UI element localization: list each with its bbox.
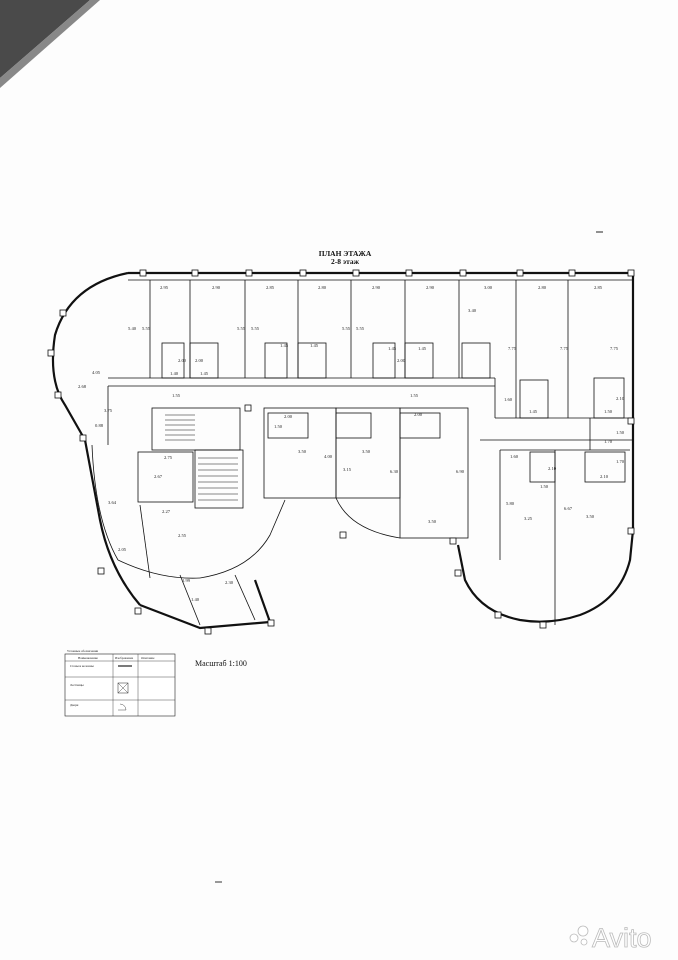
dim-label: 3.50: [362, 449, 371, 454]
dim-label: 1.60: [504, 397, 513, 402]
avito-logo-icon: [569, 933, 579, 943]
scan-corner-edge: [0, 0, 100, 88]
dim-label: 2.75: [164, 455, 173, 460]
stair-treads: [165, 414, 238, 501]
dim-label: 1.60: [510, 454, 519, 459]
dim-label: 1.45: [200, 371, 209, 376]
dim-label: 2.68: [78, 384, 87, 389]
dim-label: 6.67: [564, 506, 573, 511]
dim-label: 2.00: [284, 414, 293, 419]
dim-label: 1.45: [388, 346, 397, 351]
dim-label: 5.55: [342, 326, 351, 331]
dim-label: 6.90: [456, 469, 465, 474]
dim-label: 2.27: [162, 509, 171, 514]
dim-label: 2.10: [600, 474, 609, 479]
dim-label: 1.45: [310, 343, 319, 348]
dim-label: 2.05: [118, 547, 127, 552]
dim-label: 2.80: [538, 285, 547, 290]
dim-label: 1.40: [170, 371, 179, 376]
dim-label: 1.70: [604, 439, 613, 444]
wall-columns: [47, 269, 635, 635]
watermark-text: Avito: [592, 923, 652, 953]
dim-label: 1.45: [529, 409, 538, 414]
dim-label: 7.75: [508, 346, 517, 351]
dim-label: 1.55: [410, 393, 419, 398]
dim-label: 3.50: [586, 514, 595, 519]
dim-label: 5.55: [251, 326, 260, 331]
dim-label: 2.95: [160, 285, 169, 290]
dim-label: 5.55: [142, 326, 151, 331]
legend-row-2: Лестницы: [70, 683, 85, 687]
dim-label: 4.00: [324, 454, 333, 459]
dimension-labels: 2.95 2.90 2.85 2.80 2.90 2.90 3.00 2.80 …: [78, 285, 625, 602]
dim-label: 2.67: [154, 474, 163, 479]
dim-label: 6.30: [390, 469, 399, 474]
dim-label: 0.88: [95, 423, 104, 428]
dim-label: 2.55: [178, 533, 187, 538]
plan-title: ПЛАН ЭТАЖА: [319, 249, 372, 258]
dim-label: 3.40: [468, 308, 477, 313]
dim-label: 1.50: [540, 484, 549, 489]
dim-label: 5.55: [356, 326, 365, 331]
dim-label: 3.50: [298, 449, 307, 454]
dim-label: 2.90: [212, 285, 221, 290]
dim-label: 1.55: [172, 393, 181, 398]
dim-label: 2.00: [178, 358, 187, 363]
dim-label: 7.75: [560, 346, 569, 351]
dim-label: 2.90: [426, 285, 435, 290]
legend-row-1: Стены и колонны: [70, 664, 95, 668]
dim-label: 1.99: [182, 578, 191, 583]
dim-label: 1.70: [616, 459, 625, 464]
dim-label: 1.50: [274, 424, 283, 429]
dim-label: 3.25: [524, 516, 533, 521]
dim-label: 2.30: [225, 580, 234, 585]
legend-table: Условные обозначения Наименование Изобра…: [64, 649, 176, 717]
dim-label: 2.00: [397, 358, 406, 363]
dim-label: 1.50: [616, 430, 625, 435]
dim-label: 2.85: [594, 285, 603, 290]
dim-label: 2.80: [318, 285, 327, 290]
dim-label: 2.00: [414, 412, 423, 417]
legend-col3: Описание: [141, 656, 155, 660]
dim-label: 3.75: [104, 408, 113, 413]
interior-walls: [91, 279, 633, 626]
dim-label: 1.40: [191, 597, 200, 602]
dim-label: 2.00: [195, 358, 204, 363]
dim-label: 5.80: [506, 501, 515, 506]
dim-label: 3.64: [108, 500, 117, 505]
legend-row-3: Двери: [70, 703, 79, 707]
legend-door-symbol: [118, 703, 127, 711]
avito-watermark: Avito: [569, 923, 652, 953]
dim-label: 1.45: [280, 343, 289, 348]
dim-label: 1.50: [604, 409, 613, 414]
legend-stair-symbol: [117, 682, 129, 694]
dim-label: 5.55: [237, 326, 246, 331]
dim-label: 5.40: [128, 326, 137, 331]
plan-subtitle: 2-8 этаж: [331, 257, 360, 266]
dim-label: 3.50: [428, 519, 437, 524]
legend-heading: Условные обозначения: [67, 649, 99, 653]
legend-col2: Изображение: [115, 656, 134, 660]
dim-label: 2.90: [372, 285, 381, 290]
dim-label: 2.10: [548, 466, 557, 471]
dim-label: 7.75: [610, 346, 619, 351]
dim-label: 3.15: [343, 467, 352, 472]
scale-label: Масштаб 1:100: [195, 659, 247, 668]
dim-label: 2.10: [616, 396, 625, 401]
dim-label: 4.05: [92, 370, 101, 375]
legend-col1: Наименование: [78, 656, 98, 660]
dim-label: 3.00: [484, 285, 493, 290]
dim-label: 2.85: [266, 285, 275, 290]
dim-label: 1.45: [418, 346, 427, 351]
